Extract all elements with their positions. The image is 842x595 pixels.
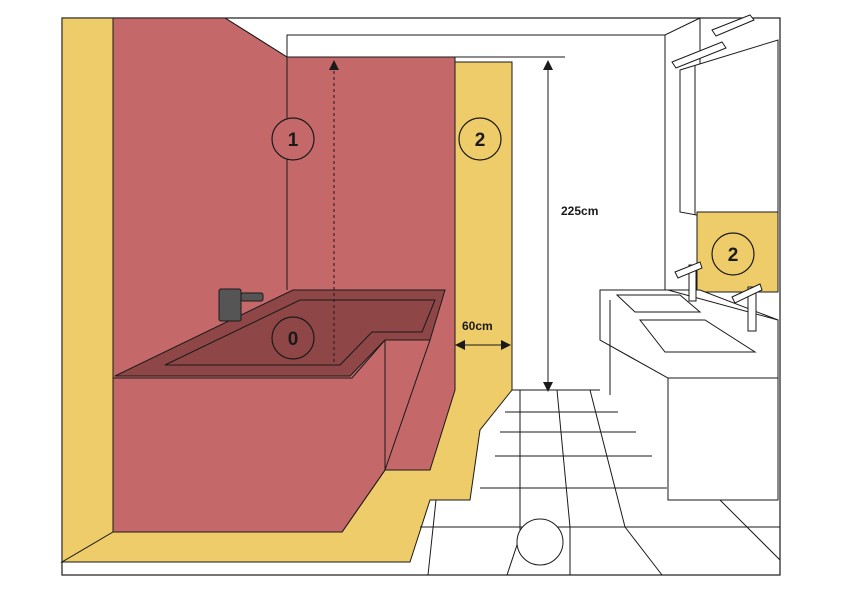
zone-0-label: 0 [288,329,299,350]
zone-2-label-wall: 2 [475,130,486,151]
zone-2-marker-vanity: 2 [711,232,755,276]
zone-0-marker: 0 [271,316,315,360]
mirror-cabinet [679,39,779,231]
height-dashed-arrow [329,60,339,362]
vanity [599,289,779,501]
width-dimension-label: 60cm [462,319,493,333]
zone-1-label: 1 [288,130,299,151]
tub-faucet [218,288,264,322]
width-dimension: 60cm [455,319,511,350]
vanity-faucets [674,261,763,332]
zone-2-marker-wall: 2 [458,117,502,161]
bathtub [112,339,431,533]
zone-2-label-vanity: 2 [728,245,739,266]
zone-1-marker: 1 [271,117,315,161]
ceiling-lights [671,14,755,69]
height-dimension: 225cm [543,60,598,392]
height-dimension-label: 225cm [561,204,598,218]
floor-drain [516,518,564,566]
